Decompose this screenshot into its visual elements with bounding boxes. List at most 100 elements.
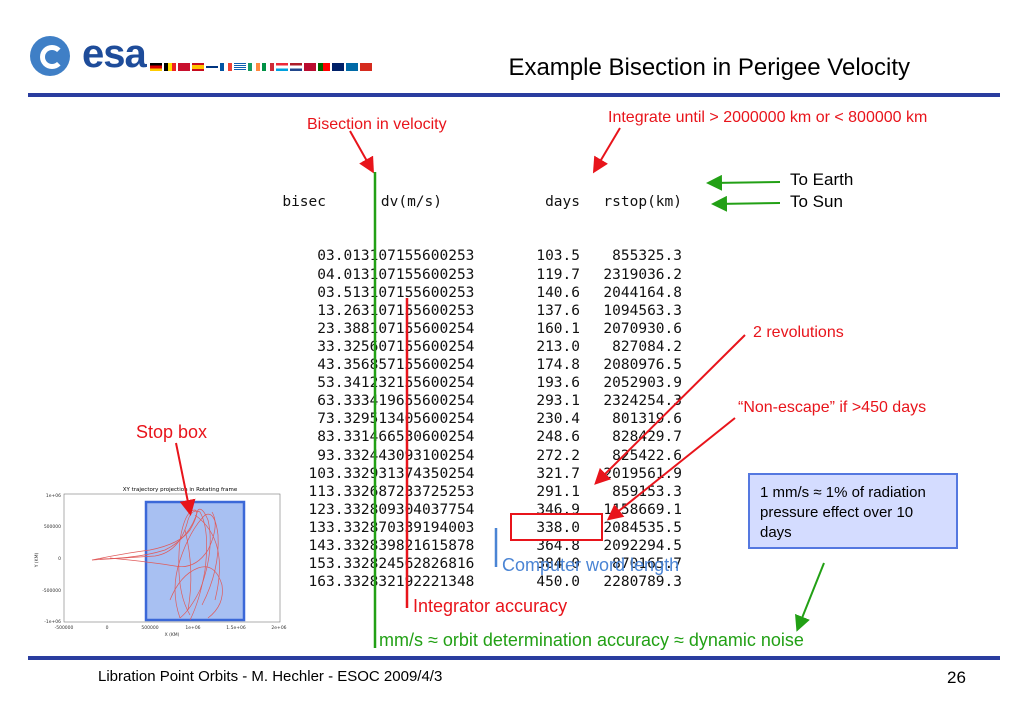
table-cell: 0 <box>317 248 326 265</box>
table-cell: 1094563.3 <box>603 302 682 319</box>
table-cell: 3.332870339194003 <box>326 519 475 536</box>
x-tick-label: -500000 <box>55 625 74 631</box>
table-cell: 15 <box>308 556 326 573</box>
flag-icon <box>276 63 288 71</box>
flag-icon <box>248 63 260 71</box>
member-flags <box>150 63 390 73</box>
y-axis-label: Y (KM) <box>34 552 40 568</box>
x-axis-label: X (KM) <box>165 632 180 638</box>
table-cell: 14 <box>308 537 326 554</box>
x-tick-label: 2e+06 <box>271 625 286 631</box>
x-tick-label: 500000 <box>141 625 158 631</box>
flag-icon <box>164 63 176 71</box>
table-cell: 16 <box>308 574 326 591</box>
arrow-stop-box <box>175 442 196 516</box>
label-integrator-accuracy: Integrator accuracy <box>413 596 568 616</box>
x-tick-label: 1.5e+06 <box>226 625 246 631</box>
arrow-note <box>795 562 825 632</box>
trajectory-curves <box>91 508 223 621</box>
table-cell: 0 <box>317 266 326 283</box>
table-cell: 4 <box>317 357 326 374</box>
y-tick-label: 1e+06 <box>46 493 61 499</box>
table-cell: 3.332832192221348 <box>326 574 475 591</box>
x-tick-label: 0 <box>106 625 109 631</box>
table-cell: 384.0 <box>536 556 580 573</box>
flag-icon <box>150 63 162 71</box>
table-cell: 321.7 <box>536 465 580 482</box>
table-cell: 2070930.6 <box>603 320 682 337</box>
table-cell: 828429.7 <box>612 429 682 446</box>
label-integrate-until: Integrate until > 2000000 km or < 800000… <box>608 109 928 126</box>
table-cell: 3.013107155600253 <box>326 248 475 265</box>
arrow-to-earth <box>706 174 781 191</box>
flag-icon <box>332 63 344 71</box>
trajectory-plot-svg: XY trajectory projection in Rotating fra… <box>34 487 287 638</box>
logo-text: esa <box>82 32 147 76</box>
table-cell: 2084535.5 <box>603 519 682 536</box>
arrow-two-revolutions <box>594 334 746 485</box>
table-cell: 3.263107155600253 <box>326 302 475 319</box>
flag-icon <box>304 63 316 71</box>
slide-title: Example Bisection in Perigee Velocity <box>508 54 910 81</box>
table-cell: 3.332809304037754 <box>326 501 475 518</box>
table-cell: 2080976.5 <box>603 357 682 374</box>
arrow-to-sun <box>711 195 781 212</box>
table-cell: 3.513107155600253 <box>326 284 475 301</box>
label-to-earth: To Earth <box>790 170 854 189</box>
y-tick-label: -1e+06 <box>44 619 61 625</box>
footer-rule <box>28 656 1000 660</box>
table-cell: 1 <box>317 302 326 319</box>
note-box: 1 mm/s ≈ 1% of radiation pressure effect… <box>748 473 958 549</box>
table-cell: 3.332824562826816 <box>326 556 475 573</box>
flag-icon <box>360 63 372 71</box>
y-tick-label: -500000 <box>42 588 61 594</box>
trajectory-plot: XY trajectory projection in Rotating fra… <box>30 480 288 638</box>
table-cell: 2092294.5 <box>603 537 682 554</box>
table-cell: 291.1 <box>536 483 580 500</box>
label-non-escape: “Non-escape” if >450 days <box>738 399 927 416</box>
table-cell: 2052903.9 <box>603 375 682 392</box>
table-cell: 338.0 <box>536 519 580 536</box>
table-cell: 3.331466530600254 <box>326 429 475 446</box>
stop-box <box>144 500 246 622</box>
table-cell: 450.0 <box>536 574 580 591</box>
table-cell: 3.332443093100254 <box>326 447 475 464</box>
flag-icon <box>192 63 204 71</box>
label-mm-s: mm/s ≈ orbit determination accuracy ≈ dy… <box>379 630 804 650</box>
table-cell: 0 <box>317 284 326 301</box>
label-to-sun: To Sun <box>790 192 843 211</box>
table-cell: 3.332687233725253 <box>326 483 475 500</box>
table-cell: 2044164.8 <box>603 284 682 301</box>
table-cell: 2319036.2 <box>603 266 682 283</box>
arrow-non-escape <box>606 417 736 521</box>
table-cell: 248.6 <box>536 429 580 446</box>
table-cell: 174.8 <box>536 357 580 374</box>
table-cell: 213.0 <box>536 338 580 355</box>
table-cell: 855325.3 <box>612 248 682 265</box>
table-cell: 3.332931374350254 <box>326 465 475 482</box>
flag-icon <box>262 63 274 71</box>
x-tick-label: 1e+06 <box>185 625 200 631</box>
table-cell: 3.329513405600254 <box>326 411 475 428</box>
plot-title: XY trajectory projection in Rotating fra… <box>123 487 238 493</box>
header-rstop: rstop(km) <box>603 194 682 211</box>
flag-icon <box>234 63 246 71</box>
table-cell: 3 <box>317 338 326 355</box>
esa-logo: esa <box>30 30 160 78</box>
table-cell: 827084.2 <box>612 338 682 355</box>
table-cell: 9 <box>317 447 326 464</box>
flag-icon <box>346 63 358 71</box>
table-cell: 364.8 <box>536 537 580 554</box>
